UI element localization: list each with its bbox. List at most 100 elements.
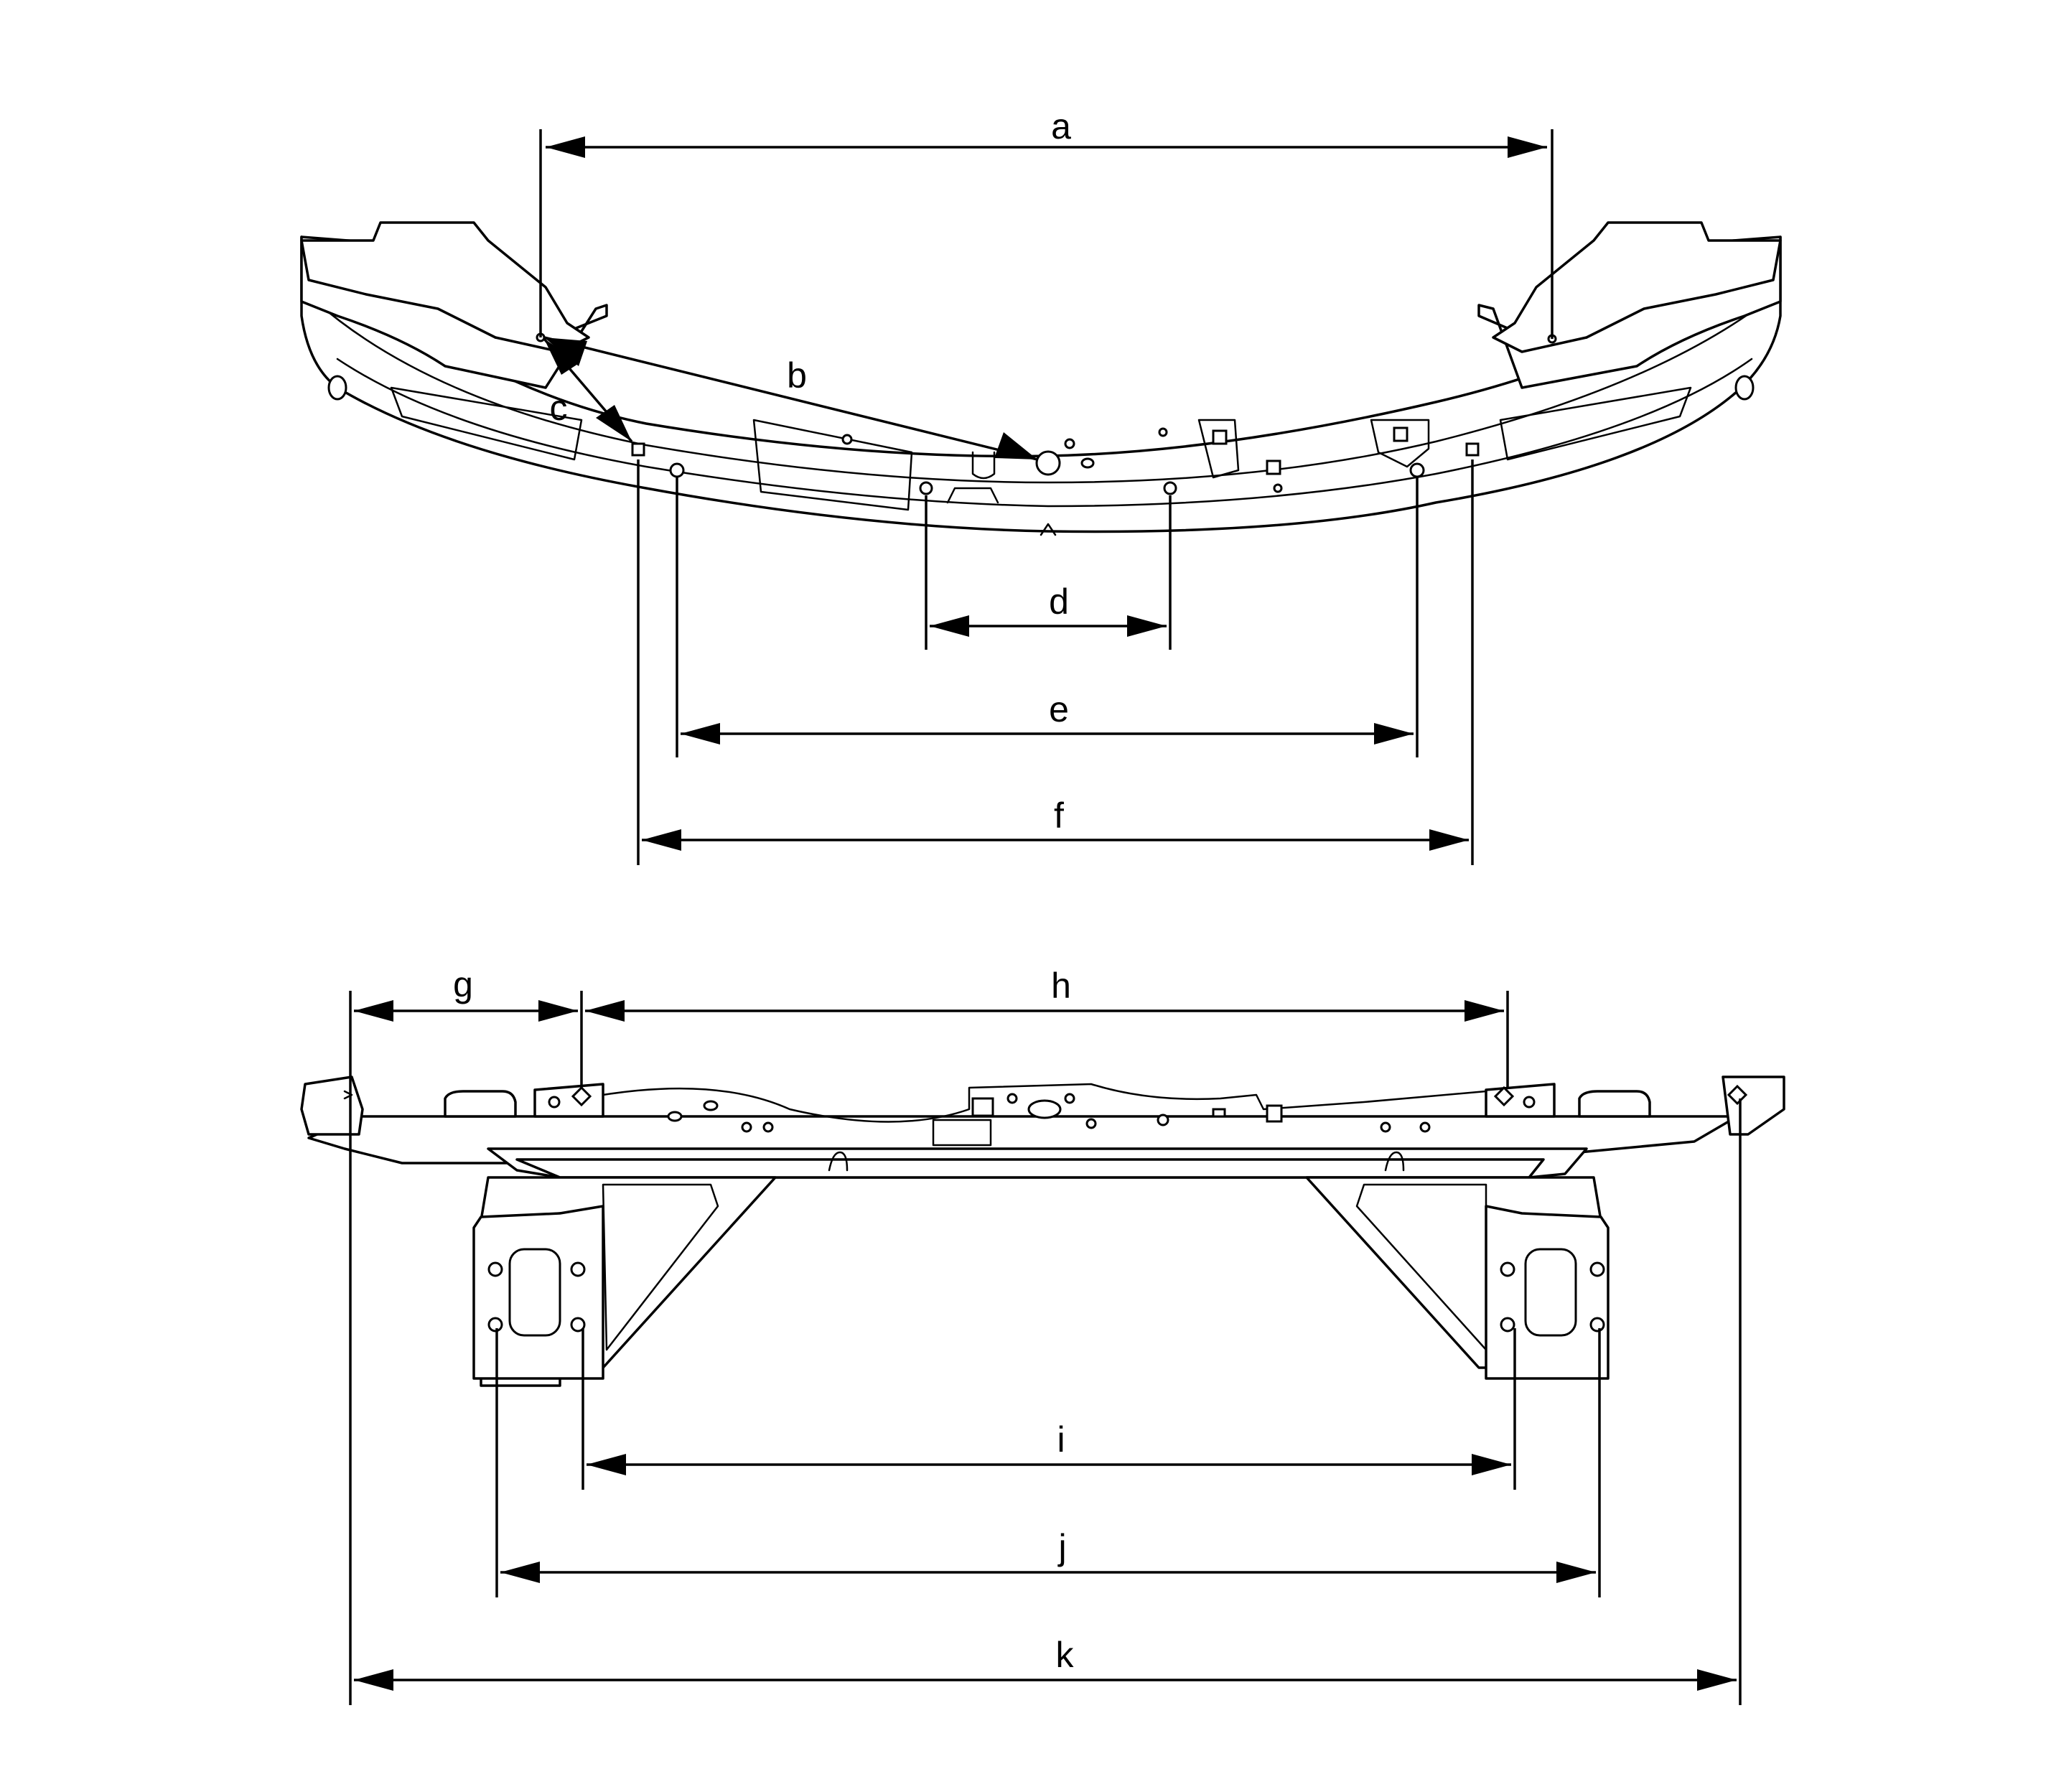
top-left-end-window <box>390 386 583 461</box>
arrowhead-b-left <box>544 337 587 366</box>
bottom-right-bolt-4 <box>1589 1317 1605 1333</box>
top-square-mount-right <box>1393 426 1409 442</box>
top-left-end-cap <box>300 221 590 353</box>
arrowhead-c-left <box>544 339 580 375</box>
top-center-marker <box>1040 523 1057 536</box>
bottom-cross-beam <box>515 1158 1545 1179</box>
dim-label-d: d <box>1049 582 1069 622</box>
top-small-hole-5 <box>1273 483 1283 493</box>
bottom-right-bracket <box>1485 1083 1556 1118</box>
top-left-end-slot <box>327 375 347 401</box>
dim-label-c: c <box>550 388 568 428</box>
arrowhead-f-right <box>1429 829 1469 851</box>
bottom-right-bolt-3 <box>1500 1317 1515 1333</box>
top-small-hole-3 <box>841 434 853 445</box>
bottom-square-2 <box>1266 1104 1283 1123</box>
bottom-left-bolt-3 <box>487 1317 503 1333</box>
top-view-cross-member <box>300 221 1782 536</box>
dimension-lines <box>354 136 1737 1691</box>
top-point-e-right <box>1409 462 1425 478</box>
extension-lines <box>349 129 1742 1705</box>
top-point-f-right <box>1465 442 1480 457</box>
bottom-right-tab <box>1722 1075 1785 1136</box>
arrowhead-a-left <box>546 136 585 158</box>
bottom-small-3 <box>1085 1118 1097 1129</box>
dim-label-h: h <box>1051 966 1071 1006</box>
bottom-small-12 <box>1523 1096 1536 1109</box>
bottom-right-pad-1 <box>1578 1090 1651 1118</box>
bottom-keyhole-right <box>1384 1151 1405 1172</box>
bottom-left-leg-inner <box>602 1183 719 1351</box>
dimension-labels: a b c d e f g h i j k <box>453 106 1074 1675</box>
arrowhead-h-right <box>1465 1000 1504 1022</box>
bottom-point-k-right <box>1727 1084 1748 1106</box>
dim-label-j: j <box>1057 1527 1066 1567</box>
top-point-f-left <box>631 442 645 457</box>
arrowhead-k-right <box>1697 1669 1737 1691</box>
arrowhead-e-left <box>681 723 720 745</box>
bottom-small-11 <box>548 1096 561 1109</box>
bottom-small-6 <box>703 1100 719 1111</box>
arrowhead-d-right <box>1127 615 1167 637</box>
top-small-hole-2 <box>1080 457 1095 469</box>
top-point-e-left <box>669 462 685 478</box>
bottom-small-7 <box>741 1121 752 1133</box>
bottom-small-8 <box>762 1121 774 1133</box>
arrowhead-e-right <box>1374 723 1414 745</box>
top-center-cup <box>971 451 996 480</box>
dim-label-f: f <box>1054 795 1064 836</box>
dim-line-b <box>543 336 1038 461</box>
bottom-left-bolt-2 <box>570 1261 586 1277</box>
bottom-left-pad-1 <box>444 1090 517 1118</box>
bottom-keyhole-left <box>828 1151 849 1172</box>
top-point-d-left <box>919 481 933 495</box>
bottom-small-5 <box>667 1111 683 1122</box>
bottom-small-2 <box>1064 1093 1075 1104</box>
bottom-right-mount-window <box>1524 1248 1577 1337</box>
top-right-end-cap <box>1492 221 1782 353</box>
top-center-bracket-right <box>1197 419 1240 479</box>
bottom-right-bolt-2 <box>1589 1261 1605 1277</box>
bottom-center-raised <box>602 1083 1487 1123</box>
top-beam-rib-lower <box>336 358 1753 508</box>
top-small-hole-4 <box>1158 427 1168 437</box>
bottom-small-4 <box>1157 1114 1169 1126</box>
bottom-left-tab-mark <box>343 1090 353 1100</box>
arrowhead-f-left <box>642 829 681 851</box>
dim-label-b: b <box>787 355 807 396</box>
arrowhead-k-left <box>354 1669 393 1691</box>
bottom-small-9 <box>1380 1121 1391 1133</box>
top-center-notch <box>946 487 999 504</box>
bottom-left-bracket <box>533 1083 604 1118</box>
arrowhead-d-left <box>930 615 969 637</box>
arrowhead-j-right <box>1556 1562 1596 1583</box>
bottom-right-bolt-1 <box>1500 1261 1515 1277</box>
dim-label-a: a <box>1051 106 1071 146</box>
arrowhead-a-right <box>1508 136 1547 158</box>
arrowhead-g-right <box>538 1000 578 1022</box>
arrowhead-g-left <box>354 1000 393 1022</box>
bottom-point-h-left <box>571 1086 592 1107</box>
arrowhead-c-right <box>596 405 632 442</box>
top-square-mount-left <box>1212 429 1228 445</box>
bottom-point-h-right <box>1493 1086 1515 1107</box>
dim-label-g: g <box>453 964 473 1004</box>
top-square-hole-right <box>1266 459 1281 475</box>
arrowhead-i-left <box>587 1454 626 1475</box>
bottom-left-mount-window <box>508 1248 561 1337</box>
bottom-left-bolt-4 <box>570 1317 586 1333</box>
dim-label-i: i <box>1057 1419 1065 1460</box>
top-center-hole <box>1035 450 1061 476</box>
bottom-small-10 <box>1419 1121 1431 1133</box>
arrowhead-h-left <box>585 1000 625 1022</box>
top-point-d-right <box>1163 481 1177 495</box>
bottom-left-tab <box>300 1075 364 1136</box>
bottom-square-3 <box>1212 1108 1226 1118</box>
top-small-hole-1 <box>1064 438 1075 449</box>
bottom-small-1 <box>1006 1093 1018 1104</box>
dim-label-k: k <box>1056 1635 1075 1675</box>
arrowhead-j-left <box>500 1562 540 1583</box>
bottom-center-latch <box>932 1119 992 1147</box>
arrowhead-i-right <box>1472 1454 1511 1475</box>
